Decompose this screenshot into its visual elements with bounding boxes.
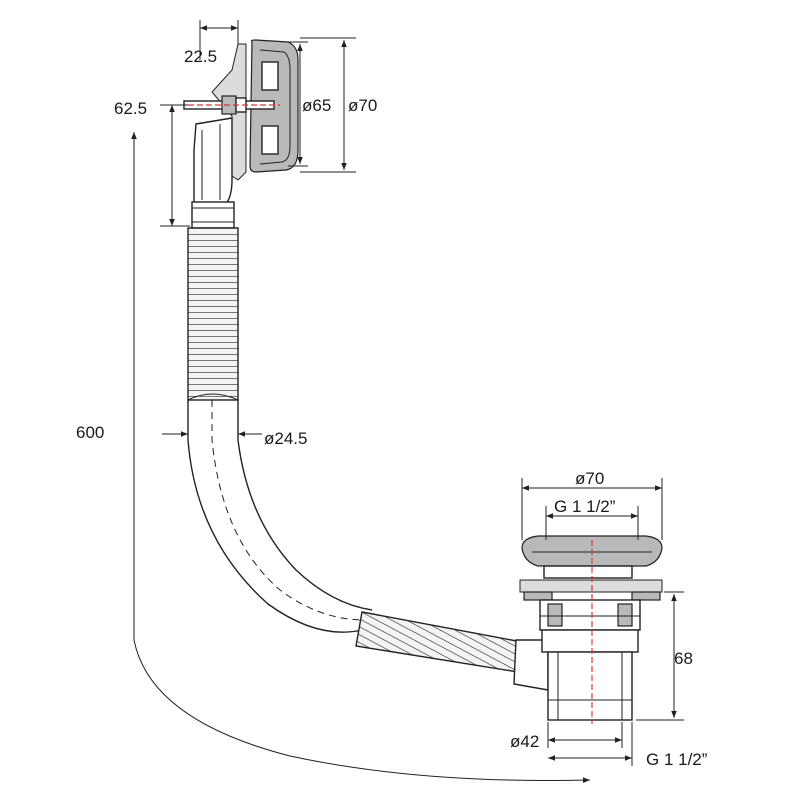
label-waste-thread-top: G 1 1/2” [554,497,616,516]
waste-flange [519,579,663,593]
label-pipe-length: 600 [76,423,104,442]
overflow-assembly [183,39,299,229]
label-waste-cap-dia: ø70 [575,469,604,488]
dimension-labels: 22.5 62.5 ø65 ø70 600 ø24.5 ø70 G 1 1/2”… [76,47,708,769]
overflow-connector [191,201,235,229]
label-waste-height: 68 [674,649,693,668]
label-overflow-offset: 22.5 [184,47,217,66]
waste-outlet [547,651,633,721]
label-hose-dia: ø24.5 [264,429,307,448]
label-waste-outlet-dia: ø42 [510,732,539,751]
lower-corrugated-hose [355,611,523,673]
label-waste-thread-bottom: G 1 1/2” [646,750,708,769]
overflow-elbow [193,117,233,205]
waste-stem [543,565,633,579]
upper-corrugated-hose [187,227,239,401]
dimension-lines [131,20,684,783]
label-overflow-outer-dia: ø70 [348,96,377,115]
label-overflow-height: 62.5 [114,99,147,118]
label-overflow-inner-dia: ø65 [302,96,331,115]
waste-assembly [519,535,663,724]
